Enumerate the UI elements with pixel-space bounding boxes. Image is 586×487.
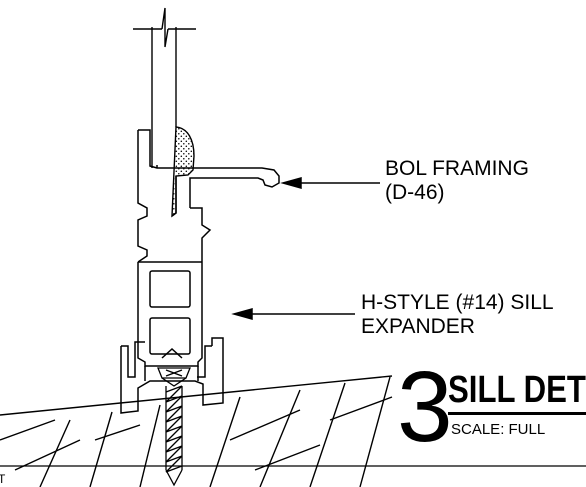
sill-screw xyxy=(157,367,191,487)
edge-text: T xyxy=(0,472,6,486)
bol-framing-extrusion xyxy=(137,129,280,263)
bol-framing-ref: (D-46) xyxy=(385,181,445,204)
glass-lite xyxy=(133,7,196,168)
detail-title-underline xyxy=(448,412,586,415)
detail-scale: SCALE: FULL xyxy=(451,421,546,438)
detail-title: SILL DET xyxy=(448,369,586,411)
bol-framing-label: BOL FRAMING xyxy=(385,157,529,180)
bol-framing-callout: BOL FRAMING (D-46) xyxy=(385,157,529,205)
bol-framing-leader xyxy=(280,177,380,189)
detail-number: 3 xyxy=(397,351,453,463)
h-style-leader xyxy=(231,308,355,320)
h-style-label-2: EXPANDER xyxy=(361,315,475,338)
h-style-callout: H-STYLE (#14) SILL EXPANDER xyxy=(361,291,554,339)
h-style-label: H-STYLE (#14) SILL xyxy=(361,291,554,314)
h-style-sill-expander xyxy=(120,261,224,414)
sill-substrate xyxy=(0,375,393,487)
